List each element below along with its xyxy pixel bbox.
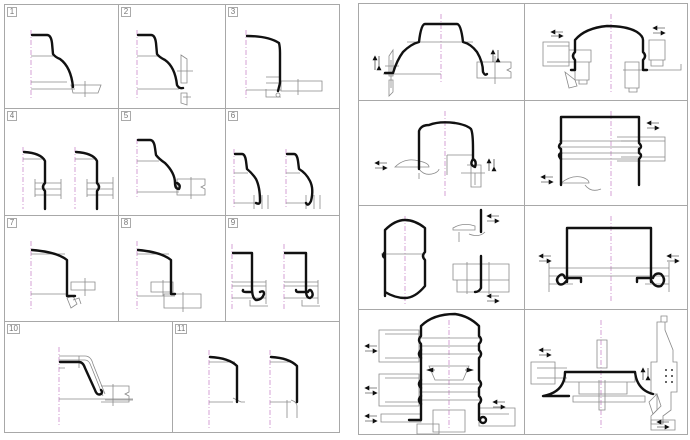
profile-drawing <box>136 138 206 199</box>
panel-r4 <box>524 100 688 206</box>
profile-drawing <box>245 30 323 100</box>
expand-arrows-icon <box>426 367 474 373</box>
double-arrow-up-down-icon <box>490 49 501 63</box>
double-arrow-left-right-icon <box>538 253 552 264</box>
panel-3: 3 <box>225 4 340 109</box>
profile-drawing <box>233 149 321 209</box>
panel-11: 11 <box>172 321 340 433</box>
panel-label: 7 <box>7 218 17 228</box>
panel-r5 <box>358 205 525 310</box>
tool-drawing <box>374 111 497 197</box>
tool-drawing <box>364 312 516 435</box>
double-arrow-left-right-icon <box>486 293 500 304</box>
panel-label: 2 <box>121 7 131 17</box>
panel-r6 <box>524 205 688 310</box>
panel-9: 9 <box>225 215 340 322</box>
panel-label: 10 <box>7 324 20 334</box>
profile-drawing <box>30 241 96 311</box>
double-arrow-up-down-icon <box>372 55 382 71</box>
panel-label: 9 <box>228 218 238 228</box>
panel-r2 <box>524 3 688 101</box>
panel-2: 2 <box>118 4 226 109</box>
panel-5: 5 <box>118 108 226 216</box>
panel-label: 6 <box>228 111 238 121</box>
double-arrow-left-right-icon <box>538 347 552 358</box>
double-arrow-left-right-icon <box>646 120 660 131</box>
profile-drawing <box>208 350 299 430</box>
panel-7: 7 <box>4 215 119 322</box>
profile-drawing <box>22 147 114 211</box>
tool-drawing <box>381 208 510 304</box>
tool-drawing <box>530 315 678 431</box>
panel-r8 <box>524 309 688 435</box>
panel-label: 8 <box>121 218 131 228</box>
panel-4: 4 <box>4 108 119 216</box>
double-arrow-left-right-icon <box>364 413 378 424</box>
profile-drawing <box>231 244 320 311</box>
panel-1: 1 <box>4 4 119 109</box>
double-arrow-left-right-icon <box>550 29 564 39</box>
double-arrow-left-right-icon <box>540 174 554 185</box>
double-arrow-left-right-icon <box>364 385 378 396</box>
double-arrow-left-right-icon <box>492 399 506 410</box>
double-arrow-left-right-icon <box>486 213 500 224</box>
profile-drawing <box>30 30 102 100</box>
panel-label: 1 <box>7 7 17 17</box>
panel-r1 <box>358 3 525 101</box>
profile-drawing <box>136 241 202 312</box>
tool-drawing <box>540 111 666 197</box>
double-arrow-left-right-icon <box>652 25 666 36</box>
panel-8: 8 <box>118 215 226 322</box>
tool-drawing <box>542 14 682 93</box>
panel-r3 <box>358 100 525 206</box>
profile-drawing <box>58 347 133 427</box>
tool-drawing <box>538 216 680 302</box>
double-arrow-up-down-icon <box>486 158 497 172</box>
panel-6: 6 <box>225 108 340 216</box>
double-arrow-left-right-icon <box>666 253 680 264</box>
profile-drawing <box>136 30 193 106</box>
double-arrow-left-right-icon <box>364 343 378 354</box>
panel-label: 4 <box>7 111 17 121</box>
panel-label: 5 <box>121 111 131 121</box>
panel-label: 3 <box>228 7 238 17</box>
panel-10: 10 <box>4 321 173 433</box>
panel-label: 11 <box>175 324 188 334</box>
tool-drawing <box>372 14 512 97</box>
double-arrow-left-right-icon <box>656 419 670 430</box>
double-arrow-left-right-icon <box>374 160 388 171</box>
panel-r7 <box>358 309 525 435</box>
double-arrow-up-down-icon <box>640 367 651 381</box>
